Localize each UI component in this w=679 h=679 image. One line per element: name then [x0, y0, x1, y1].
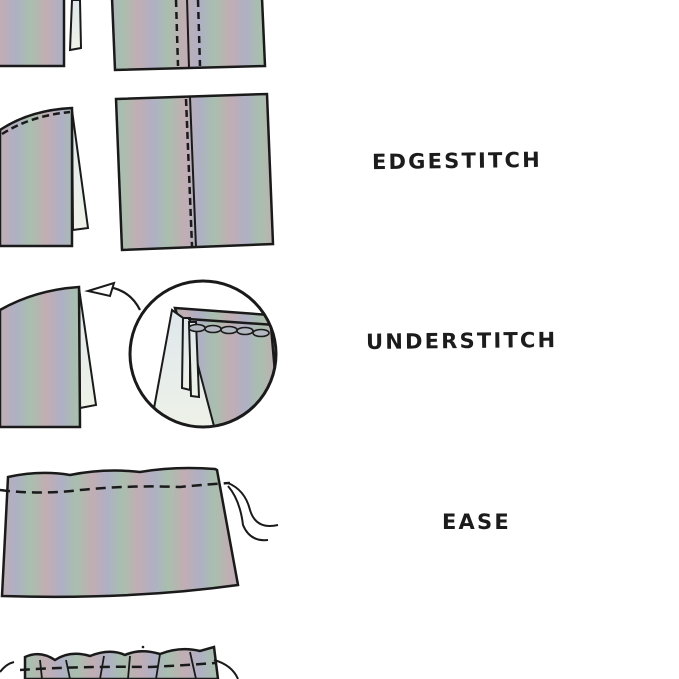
seam-panel-edgestitch-icon [114, 92, 275, 252]
ease-label: EASE [442, 510, 511, 534]
understitch-label: UNDERSTITCH [365, 327, 558, 355]
folded-panel-partial-icon [0, 0, 83, 68]
edgestitch-label: EDGESTITCH [371, 147, 543, 175]
curved-folded-panel-stitched-icon [0, 106, 90, 248]
gathered-panel-partial-icon [0, 645, 239, 679]
curved-folded-panel-icon [0, 285, 98, 429]
magnified-circle-icon [128, 279, 278, 429]
seam-panel-double-stitch-icon [110, 0, 267, 72]
arrow-callout-icon [84, 281, 141, 311]
eased-panel-icon [0, 466, 279, 599]
